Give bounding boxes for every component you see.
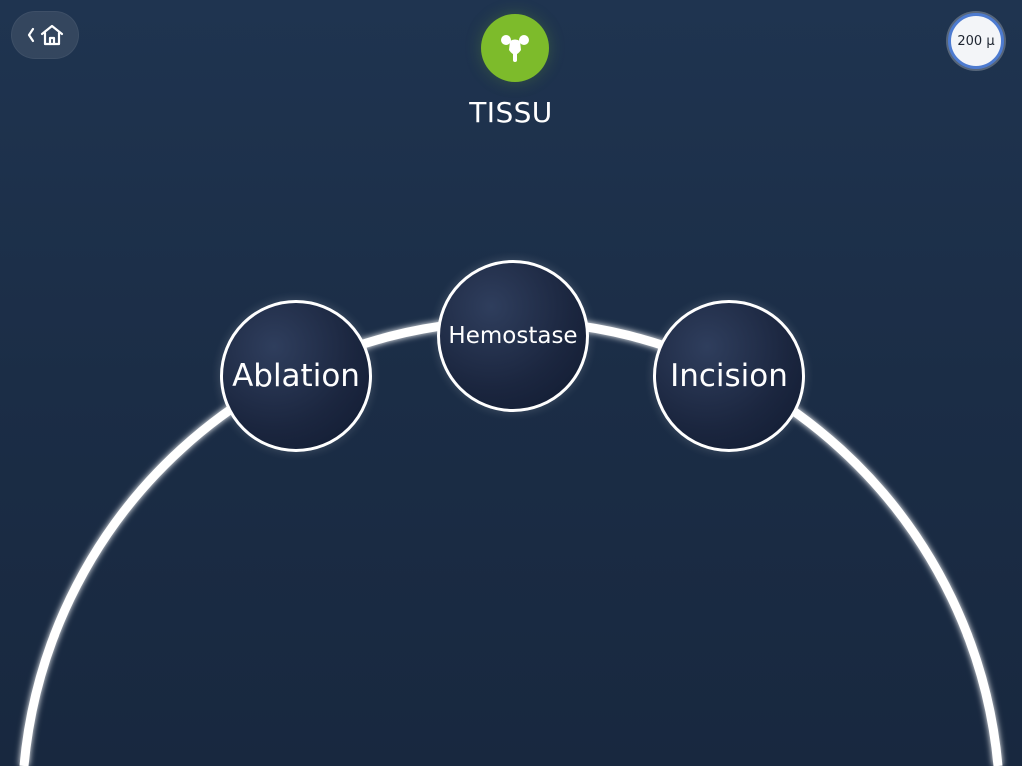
power-badge[interactable]: 200 µ [948, 13, 1004, 69]
back-home-button[interactable] [11, 11, 79, 59]
mode-hemostase-label: Hemostase [448, 323, 578, 349]
tissue-icon [481, 14, 549, 82]
mode-ablation-label: Ablation [232, 358, 360, 394]
mode-incision-label: Incision [670, 358, 788, 394]
page-title: TISSU [469, 96, 553, 129]
chevron-left-home-icon [27, 24, 64, 46]
uterus-icon [501, 35, 529, 62]
mode-ablation-button[interactable]: Ablation [220, 300, 372, 452]
mode-hemostase-button[interactable]: Hemostase [437, 260, 589, 412]
mode-incision-button[interactable]: Incision [653, 300, 805, 452]
